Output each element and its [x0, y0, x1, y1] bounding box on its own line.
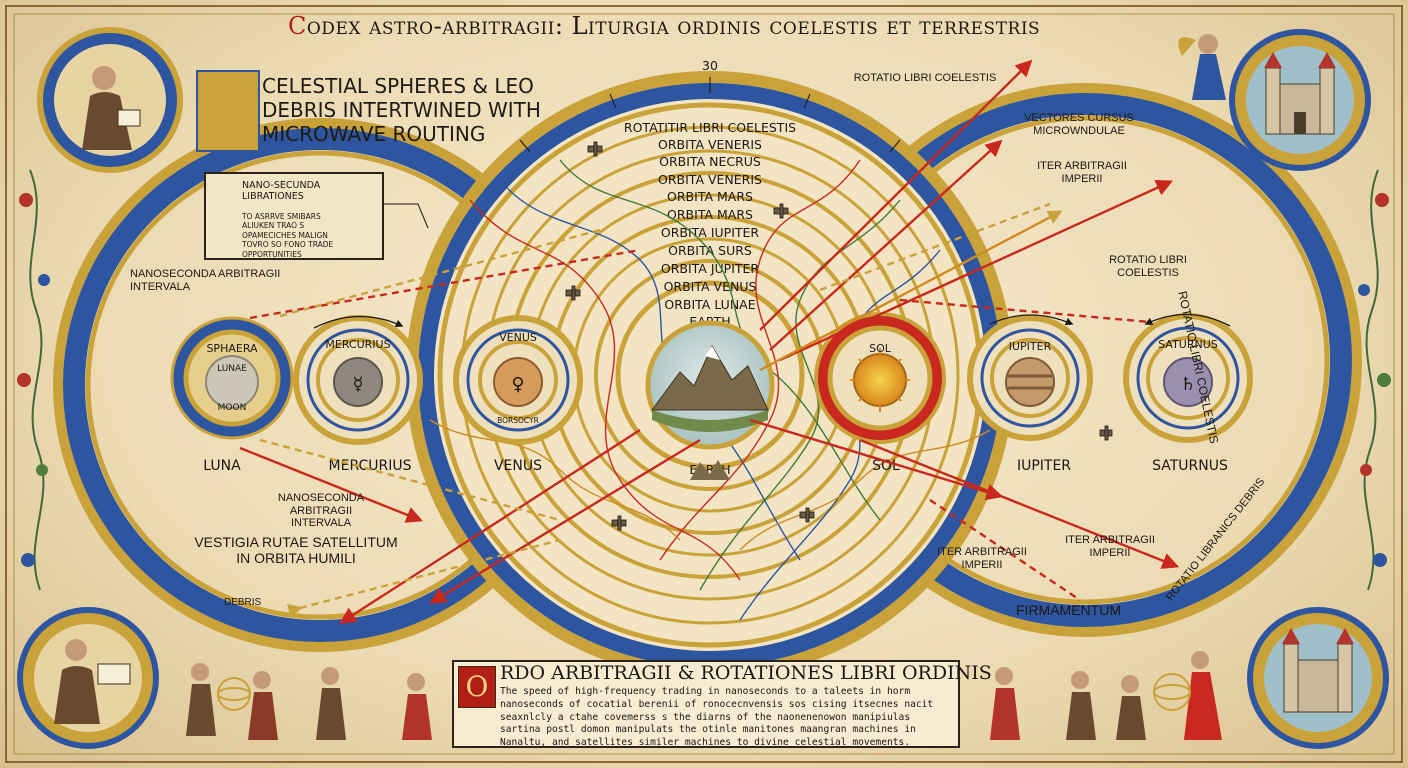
castle-icon [1229, 29, 1371, 171]
label-vectores: Vectores cursus microwndulae [1024, 112, 1134, 137]
banner-title: rdo arbitragii & rotationes libri ordini… [500, 662, 992, 684]
sphere-venus [453, 315, 583, 445]
headline: Celestial spheres & LEO debris intertwin… [262, 74, 541, 146]
sphere-name: Luna [203, 458, 241, 474]
label-iter-top: Iter arbitragii imperii [1037, 160, 1127, 185]
sun-face-icon [850, 348, 910, 412]
label-firmamentum: Firmamentum [1016, 602, 1121, 618]
orbit-label: Orbita iupiter [661, 225, 760, 240]
orbit-label: Orbita jupiter [661, 261, 760, 276]
vine-decoration [29, 169, 1379, 591]
page-title: Codex astro-arbitragii: Liturgia ordinis… [288, 12, 1148, 40]
microwave-vectors [239, 59, 1180, 624]
sphere-name: Mercurius [329, 458, 412, 474]
sphere-sub2: Moon [218, 403, 247, 413]
sphere-header: Saturnus [1158, 338, 1218, 351]
orbit-label: Orbita mars [667, 207, 753, 222]
orbit-label: Orbita mars [667, 189, 753, 204]
ring-ticks [519, 77, 901, 153]
label-nanoseconda-mid: Nanoseconda arbitragii intervala [277, 492, 365, 530]
monk-figures [186, 651, 1222, 740]
sphere-header: Iupiter [1009, 340, 1052, 353]
planet-glyph-icon: ♀ [511, 374, 524, 395]
sphere-sol [814, 312, 946, 444]
mountain-icon [690, 460, 730, 480]
title-initial: C [288, 12, 307, 40]
orbit-label: Orbita veneris [658, 137, 762, 152]
title-rest: odex astro-arbitragii: Liturgia ordinis … [306, 12, 1041, 40]
sphere-name: Sol [872, 458, 900, 474]
sphere-name: Iupiter [1017, 458, 1071, 474]
label-rotatio-right: Rotatio libri coelestis [1109, 254, 1187, 279]
satellite-icon [565, 141, 1113, 531]
nanosecunda-inset: Nano-secunda librationes To asrrve smiba… [204, 172, 384, 260]
angel-icon [1178, 34, 1226, 100]
planet-glyph-icon: ♄ [1180, 374, 1196, 395]
headline-dropcap-frame [196, 70, 260, 152]
sphere-header: Mercurius [325, 338, 390, 351]
label-iter-right: Iter arbitragii imperii [1065, 534, 1155, 559]
label-nanoseconda-left: Nanoseconda arbitragii intervala [130, 268, 281, 293]
label-debris: Debris [224, 597, 262, 608]
leaf-ornaments [17, 193, 1391, 567]
ordo-banner: O rdo arbitragii & rotationes libri ordi… [452, 660, 992, 748]
monk-scribe-icon [17, 607, 159, 749]
sphere-mercurius [293, 315, 423, 445]
banner-dropcap: O [458, 666, 496, 708]
inset-body: To asrrve smibars aliuken trao s opameci… [242, 212, 334, 259]
earth-mountain-icon [645, 320, 775, 450]
label-vestigia: Vestigia rutae satellitum in orbita humi… [194, 534, 398, 567]
armillary-icon [217, 673, 1191, 711]
castle-icon [1247, 607, 1389, 749]
orbit-arrow [313, 313, 1231, 329]
orbit-label: Orbita veneris [658, 172, 762, 187]
banner-body: The speed of high-frequency trading in n… [500, 686, 934, 748]
orbit-label: Orbita lunae [664, 297, 755, 312]
outer-border [5, 5, 1403, 763]
inner-border [13, 13, 1395, 755]
sphere-header: Sol [869, 342, 892, 355]
orbit-label: Orbita venus [664, 279, 757, 294]
sphere-name: Saturnus [1152, 458, 1228, 474]
sphere-name: Venus [494, 458, 542, 474]
inset-connector [380, 203, 429, 229]
sphere-luna [170, 316, 294, 440]
planet-glyph-icon: ☿ [352, 374, 363, 395]
label-rotatio-top: Rotatio libri coelestis [853, 72, 997, 84]
sphere-iupiter [967, 315, 1093, 441]
inset-title: Nano-secunda librationes [242, 180, 321, 203]
sphere-header: Sphaera [206, 342, 258, 355]
sphere-header: Venus [499, 331, 537, 344]
label-iter-mid: Iter arbitragii imperii [937, 546, 1027, 571]
sphere-saturnus [1123, 313, 1253, 443]
monk-scribe-icon [37, 27, 183, 173]
ring-number: 30 [702, 58, 718, 73]
orbit-label: Orbita necrus [659, 154, 761, 169]
sphere-sub2: Borsocyr [497, 416, 539, 425]
sphere-sub: Lunae [217, 364, 247, 374]
orbit-label: Rotatitir libri coelestis [624, 120, 796, 135]
